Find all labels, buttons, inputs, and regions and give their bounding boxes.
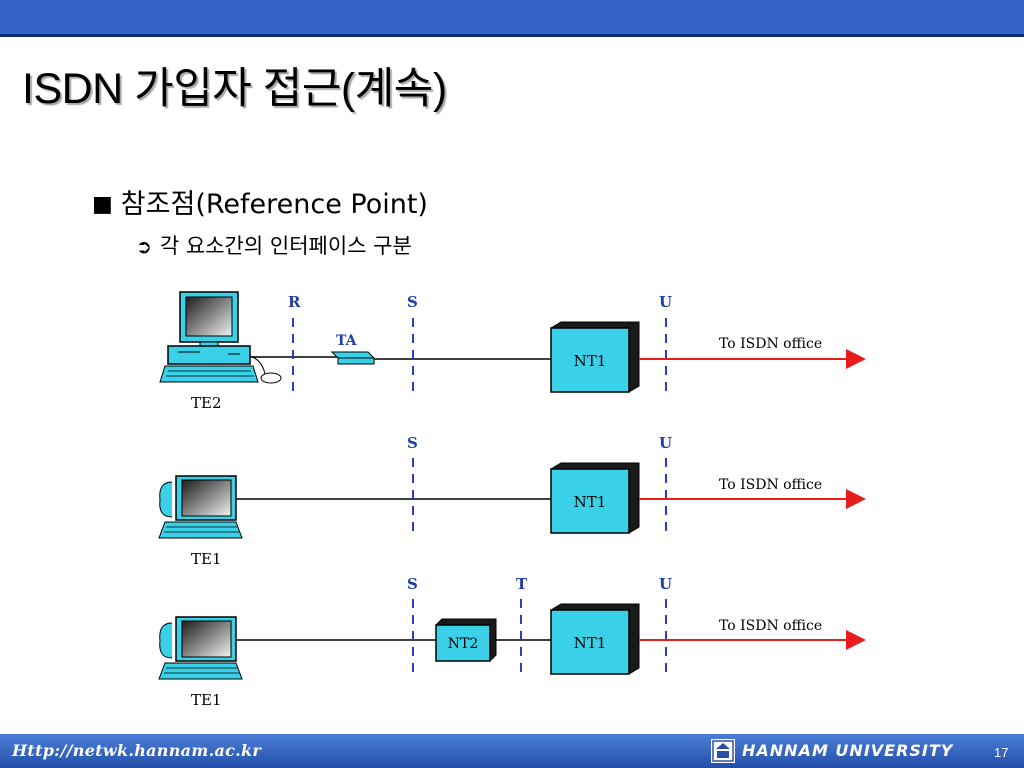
point-label-s: S xyxy=(407,575,418,593)
slide-title: ISDN 가입자 접근(계속) xyxy=(22,65,447,113)
university-logo-icon xyxy=(711,739,735,763)
sub-bullet: ➲ 각 요소간의 인터페이스 구분 xyxy=(136,230,412,260)
top-divider xyxy=(0,34,1024,37)
arrow-bullet-icon: ➲ xyxy=(136,236,152,258)
destination-label: To ISDN office xyxy=(719,477,822,493)
point-label-u: U xyxy=(659,575,672,593)
university-name: HANNAM UNIVERSITY xyxy=(742,741,954,760)
ta-label: TA xyxy=(336,333,358,349)
point-label-s: S xyxy=(407,293,418,311)
nt1-label: NT1 xyxy=(574,493,607,511)
nt1-label: NT1 xyxy=(574,634,607,652)
footer-url: Http://netwk.hannam.ac.kr xyxy=(12,741,262,760)
nt1-box: NT1 xyxy=(550,603,640,675)
destination-label: To ISDN office xyxy=(719,336,822,352)
nt1-label: NT1 xyxy=(574,352,607,370)
point-label-r: R xyxy=(288,293,301,311)
top-bar xyxy=(0,0,1024,34)
page-number: 17 xyxy=(994,745,1009,760)
terminal-label: TE1 xyxy=(191,550,222,568)
nt1-box: NT1 xyxy=(550,462,640,534)
sub-bullet-text: 각 요소간의 인터페이스 구분 xyxy=(159,234,412,258)
te1-terminal-icon xyxy=(158,475,243,539)
terminal-label: TE2 xyxy=(191,394,222,412)
red-arrow-icon xyxy=(846,489,866,509)
nt1-box: NT1 xyxy=(550,321,640,393)
point-label-u: U xyxy=(659,293,672,311)
bullet-reference-point: ■ 참조점(Reference Point) xyxy=(92,182,428,221)
bullet-text: 참조점(Reference Point) xyxy=(120,189,428,220)
ta-device-icon xyxy=(330,351,376,365)
point-label-t: T xyxy=(516,575,528,593)
red-arrow-icon xyxy=(846,630,866,650)
point-label-u: U xyxy=(659,434,672,452)
nt2-label: NT2 xyxy=(448,636,479,652)
te1-terminal-icon xyxy=(158,616,243,680)
destination-label: To ISDN office xyxy=(719,618,822,634)
terminal-label: TE1 xyxy=(191,691,222,709)
red-arrow-icon xyxy=(846,349,866,369)
point-label-s: S xyxy=(407,434,418,452)
footer-bar xyxy=(0,734,1024,768)
nt2-box: NT2 xyxy=(435,618,497,662)
square-bullet-icon: ■ xyxy=(92,192,113,217)
te2-computer-icon xyxy=(159,291,282,384)
